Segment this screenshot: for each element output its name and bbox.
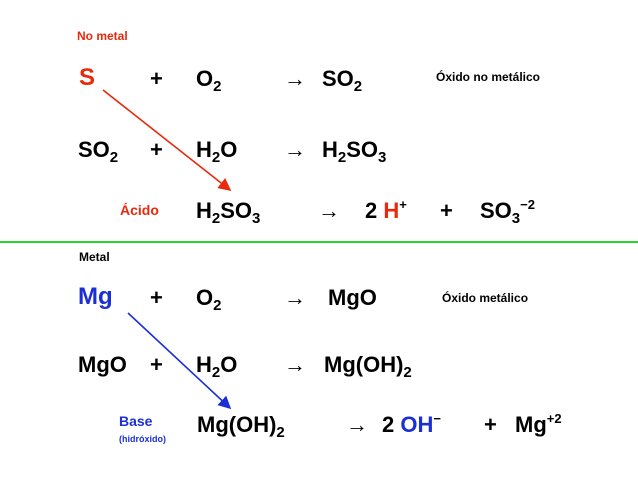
plus-sign: +	[150, 137, 163, 162]
plus-sign: +	[484, 412, 497, 437]
magnesium-to-base-arrow	[127, 312, 232, 410]
oxygen-reactant: O2	[196, 66, 222, 95]
plus-sign: +	[150, 352, 163, 377]
plus-sign: +	[150, 285, 163, 310]
reaction-arrow: →	[284, 137, 306, 162]
nonmetal-oxide-note: Óxido no metálico	[436, 70, 541, 84]
nonmetal-heading: No metal	[77, 29, 128, 43]
hydroxide-product: Mg(OH)2	[324, 352, 412, 381]
hydrogen-ion: 2 H+	[365, 197, 407, 223]
reaction-arrow: →	[318, 198, 340, 223]
hydroxide-sublabel: (hidróxido)	[119, 434, 166, 444]
reaction-arrow: →	[346, 412, 368, 437]
water-reactant: H2O	[196, 137, 238, 166]
plus-sign: +	[440, 198, 453, 223]
reaction-arrow: →	[284, 66, 306, 91]
sulfur-to-acid-arrow	[102, 89, 232, 191]
hydroxide-compound: Mg(OH)2	[197, 412, 285, 441]
mgo-product: MgO	[328, 285, 377, 310]
hydroxide-ion: 2 OH−	[382, 411, 441, 437]
mgo-reactant: MgO	[78, 352, 127, 377]
acid-label: Ácido	[120, 202, 159, 218]
so2-product: SO2	[322, 66, 363, 95]
sulfur-reactant: S	[79, 64, 96, 91]
water-reactant: H2O	[196, 352, 238, 381]
section-divider	[0, 241, 638, 243]
oxygen-reactant: O2	[196, 285, 222, 314]
plus-sign: +	[150, 66, 163, 91]
reaction-arrow: →	[284, 285, 306, 310]
metal-heading: Metal	[79, 250, 110, 264]
sulfite-ion: SO3−2	[480, 197, 535, 227]
metal-oxide-note: Óxido metálico	[442, 291, 529, 305]
base-label: Base	[119, 413, 153, 429]
reaction-arrow: →	[284, 352, 306, 377]
h2so3-product: H2SO3	[322, 137, 387, 166]
so2-reactant: SO2	[78, 137, 119, 166]
magnesium-ion: Mg+2	[515, 411, 562, 437]
h2so3-compound: H2SO3	[196, 198, 261, 227]
magnesium-reactant: Mg	[78, 283, 113, 310]
